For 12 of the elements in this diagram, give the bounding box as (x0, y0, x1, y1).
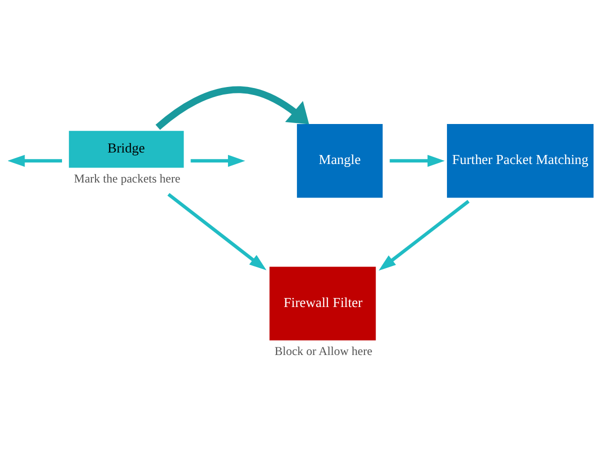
node-label: Mark the packets here (74, 171, 180, 186)
arrow (378, 200, 470, 271)
node-box: Further Packet Matching (446, 124, 594, 198)
node-box: Firewall Filter (270, 266, 376, 340)
node-label: Block or Allow here (274, 344, 372, 358)
node-box: Bridge (68, 130, 184, 168)
arrow (8, 154, 62, 167)
arrow (167, 192, 266, 270)
arrow (156, 86, 310, 130)
node-box: Mangle (296, 124, 383, 198)
arrow (390, 154, 445, 167)
arrow (190, 154, 246, 167)
